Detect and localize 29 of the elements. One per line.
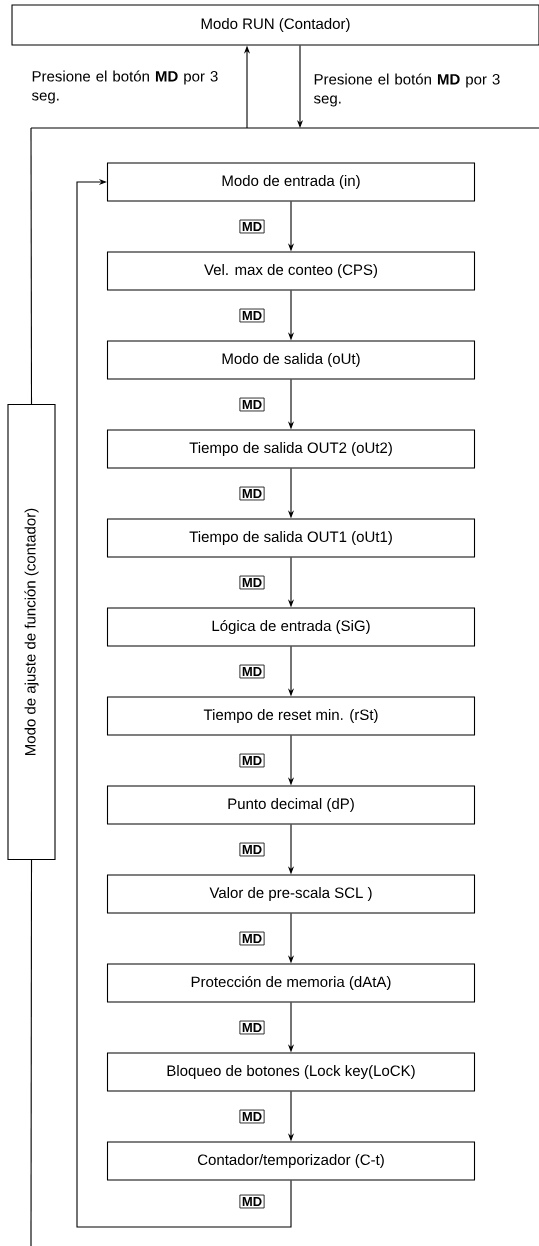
edge-label: MD [239, 397, 265, 412]
edge-label: MD [239, 931, 265, 946]
edge-label: MD [239, 753, 265, 768]
mode-band: Modo de ajuste de función (contador) [7, 403, 56, 861]
process-box: Tiempo de salida OUT2 (oUt2) [106, 429, 476, 469]
process-box: Valor de pre-scala SCL ) [106, 874, 476, 914]
process-box: Vel. max de conteo (CPS) [106, 251, 476, 291]
edge-label: MD [239, 1109, 265, 1124]
process-box: Contador/temporizador (C-t) [106, 1141, 476, 1181]
edge-label: Presione el botón MD por 3 seg. [30, 69, 221, 105]
edge-label: MD [239, 842, 265, 857]
edge-label: MD [239, 1020, 265, 1035]
edge-label: MD [239, 308, 265, 323]
process-box: Punto decimal (dP) [106, 785, 476, 825]
process-box: Modo de salida (oUt) [106, 340, 476, 380]
edge-label: MD [239, 1194, 265, 1209]
process-box: Modo de entrada (in) [106, 162, 476, 202]
process-box: Protección de memoria (dAtA) [106, 963, 476, 1003]
edge-label: MD [239, 219, 265, 234]
edge-label: MD [239, 575, 265, 590]
mode-box: Modo RUN (Contador) [11, 4, 539, 46]
process-box: Tiempo de salida OUT1 (oUt1) [106, 518, 476, 558]
process-box: Lógica de entrada (SiG) [106, 607, 476, 647]
edge-label: Presione el botón MD por 3 seg. [312, 72, 503, 108]
process-box: Tiempo de reset min. (rSt) [106, 696, 476, 736]
process-box: Bloqueo de botones (Lock key(LoCK) [106, 1052, 476, 1092]
edge-label: MD [239, 664, 265, 679]
edge-label: MD [239, 486, 265, 501]
arrow [76, 178, 292, 1228]
